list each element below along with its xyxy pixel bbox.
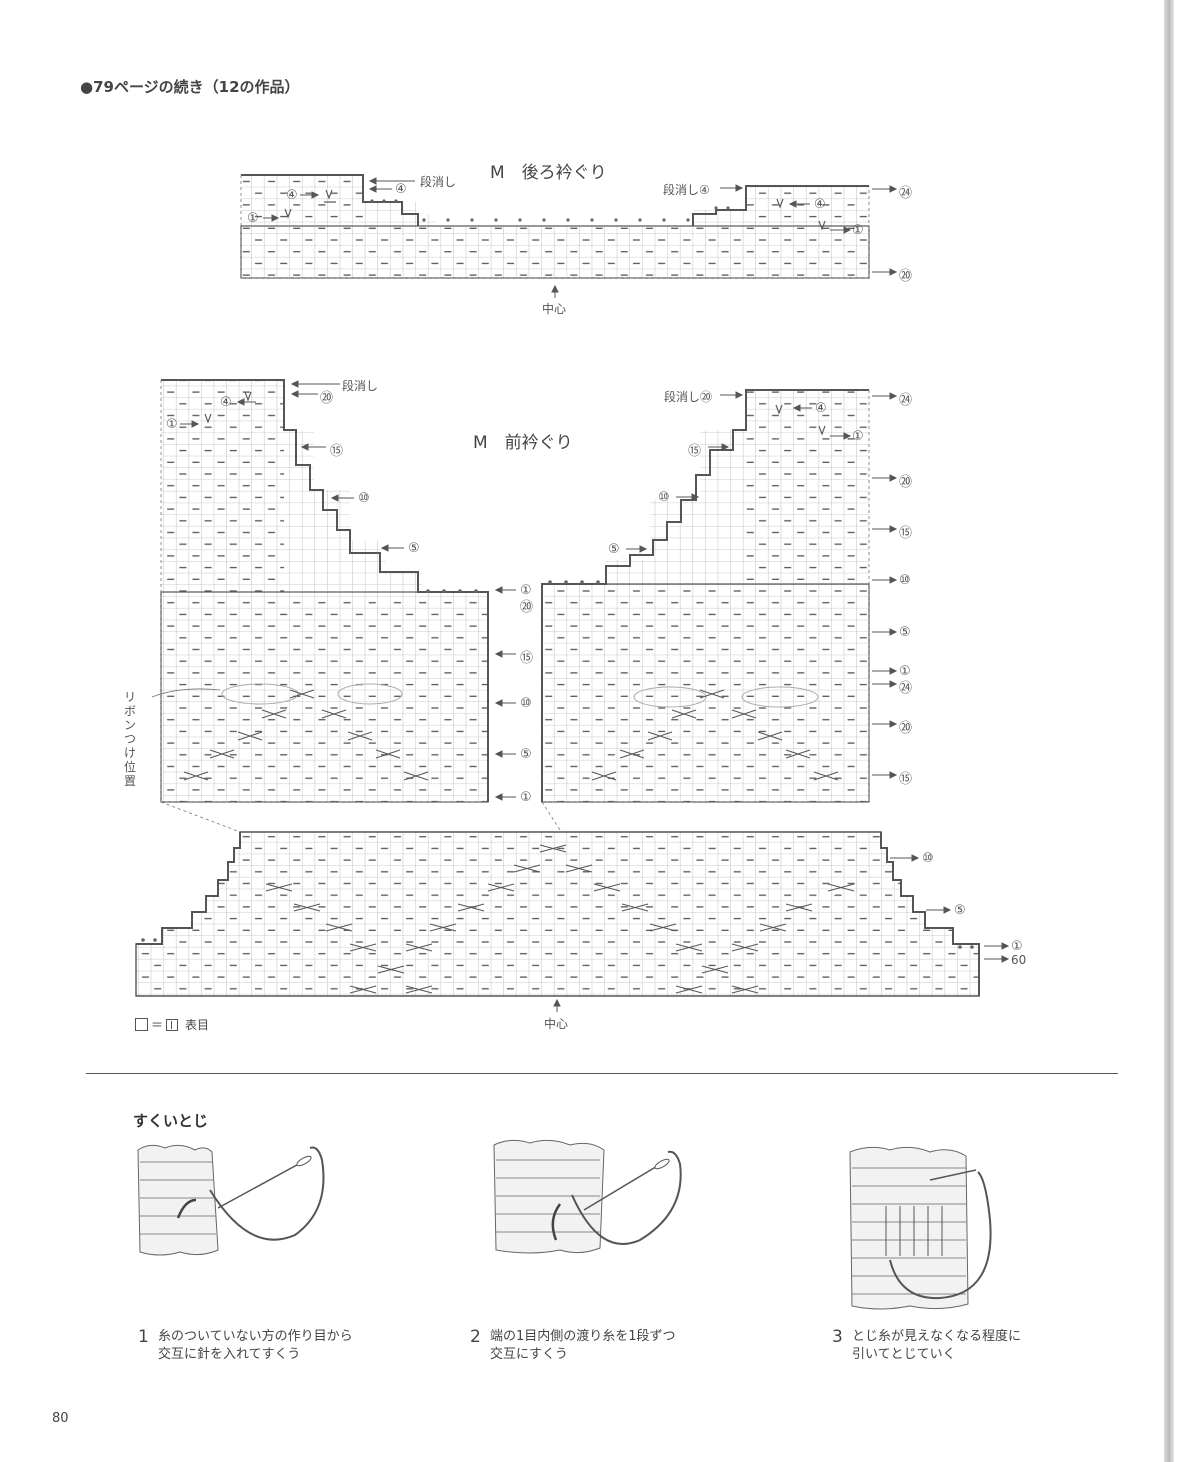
front-row-10-right: ⑩: [658, 490, 670, 505]
step-1-line1: 糸のついていない方の作り目から: [158, 1329, 353, 1344]
step-1-number: 1: [138, 1327, 149, 1347]
front-row-5-right: ⑤: [608, 542, 620, 557]
step-3-line2: 引いてとじていく: [852, 1347, 956, 1362]
ribbon-position-label: リボンつけ位置: [124, 690, 137, 788]
bottom-yoke-body: [135, 831, 980, 997]
step-2: 2 端の1目内側の渡り糸を1段ずつ 交互にすくう: [470, 1328, 730, 1368]
back-row-20: ⑳: [899, 269, 913, 284]
page-header: ●79ページの続き（12の作品）: [80, 78, 300, 96]
front-mid-row-1b: ①: [520, 790, 532, 805]
step-3: 3 とじ糸が見えなくなる程度に 引いてとじていく: [832, 1328, 1092, 1368]
back-center-label: 中心: [542, 302, 567, 316]
step-2-line1: 端の1目内側の渡り糸を1段ずつ: [490, 1329, 676, 1344]
front-neck-chart: [135, 379, 1010, 1012]
legend-equals: ＝: [151, 1018, 164, 1032]
page-edge-shadow: [1164, 0, 1174, 1462]
front-right-shoulder: [746, 390, 869, 584]
front-edge-row-1: ①: [899, 664, 911, 679]
front-chart-title: M 前衿ぐり: [473, 433, 573, 453]
front-row-15-right: ⑮: [688, 444, 702, 459]
section-title: すくいとじ: [133, 1112, 209, 1130]
front-row-20-left: ⑳: [320, 391, 334, 406]
front-edge-row-5a: ⑤: [899, 625, 911, 640]
step-3-number: 3: [832, 1327, 843, 1347]
bottom-row-1: ①: [1011, 939, 1023, 954]
back-bindoff-dots: [370, 199, 730, 222]
step-1: 1 糸のついていない方の作り目から 交互に針を入れてすくう: [138, 1328, 398, 1368]
front-right-lower: [541, 583, 870, 803]
back-neck-chart: [240, 174, 898, 298]
front-left-shoulder: [161, 380, 284, 592]
section-divider: [86, 1073, 1118, 1074]
back-row-1-left: ①: [247, 211, 259, 226]
front-mid-row-20: ⑳: [520, 600, 534, 615]
back-right-shoulder: [746, 186, 869, 226]
front-row-1-left: ①: [166, 417, 178, 432]
front-mid-row-10: ⑩: [520, 696, 532, 711]
bottom-center-label: 中心: [544, 1017, 569, 1031]
empty-square-symbol: [135, 1018, 148, 1031]
step-3-line1: とじ糸が見えなくなる程度に: [852, 1329, 1022, 1344]
front-left-lower: [160, 591, 489, 803]
illustration-step-2: [493, 1139, 682, 1254]
bottom-row-5: ⑤: [954, 903, 966, 918]
front-mid-row-15: ⑮: [520, 651, 534, 666]
illustration-step-1: [137, 1144, 325, 1256]
front-row-1-right: ①: [852, 429, 864, 444]
front-edge-row-24b: ㉔: [899, 681, 913, 696]
back-row-24: ㉔: [899, 186, 913, 201]
back-left-shoulder: [241, 175, 363, 226]
knit-stitch-symbol: [166, 1018, 179, 1031]
front-dankeshi-right: 段消し⑳: [664, 390, 713, 404]
front-row-5-left: ⑤: [408, 541, 420, 556]
front-bindoff-dots: [426, 580, 600, 593]
front-edge-row-15a: ⑮: [899, 526, 913, 541]
front-edge-row-20a: ⑳: [899, 475, 913, 490]
bottom-row-60: 60: [1011, 953, 1027, 967]
page-number: 80: [52, 1411, 69, 1426]
bottom-cable-crosses: [265, 844, 855, 994]
front-edge-row-15b: ⑮: [899, 772, 913, 787]
illustration-step-3: [849, 1146, 992, 1310]
front-row-15-left: ⑮: [330, 444, 344, 459]
back-row-4-left-b: ④: [286, 188, 298, 203]
front-mid-row-1: ①: [520, 583, 532, 598]
front-edge-row-10a: ⑩: [899, 573, 911, 588]
front-row-4-right: ④: [815, 401, 827, 416]
step-2-number: 2: [470, 1327, 481, 1347]
front-row-10-left: ⑩: [358, 491, 370, 506]
back-chart-title: M 後ろ衿ぐり: [490, 163, 607, 183]
back-row-1-right: ①: [852, 223, 864, 238]
front-edge-row-20b: ⑳: [899, 721, 913, 736]
back-dankeshi-right: 段消し④: [663, 183, 710, 197]
back-row-4-right: ④: [814, 197, 826, 212]
front-dankeshi-left: 段消し: [342, 379, 379, 393]
symbol-legend: ＝ 表目: [135, 1016, 209, 1033]
back-dankeshi-left: 段消し: [420, 175, 457, 189]
step-2-line2: 交互にすくう: [490, 1347, 568, 1362]
front-edge-row-24a: ㉔: [899, 393, 913, 408]
legend-text: 表目: [185, 1018, 210, 1032]
front-cable-crosses: [183, 689, 839, 781]
ribbon-position-outline: [221, 683, 819, 708]
back-row-4-left-a: ④: [395, 182, 407, 197]
back-chart-body: [240, 225, 870, 279]
front-row-4-left: ④: [220, 395, 232, 410]
step-1-line2: 交互に針を入れてすくう: [158, 1347, 301, 1362]
bottom-row-10: ⑩: [922, 851, 934, 866]
front-mid-row-5: ⑤: [520, 747, 532, 762]
